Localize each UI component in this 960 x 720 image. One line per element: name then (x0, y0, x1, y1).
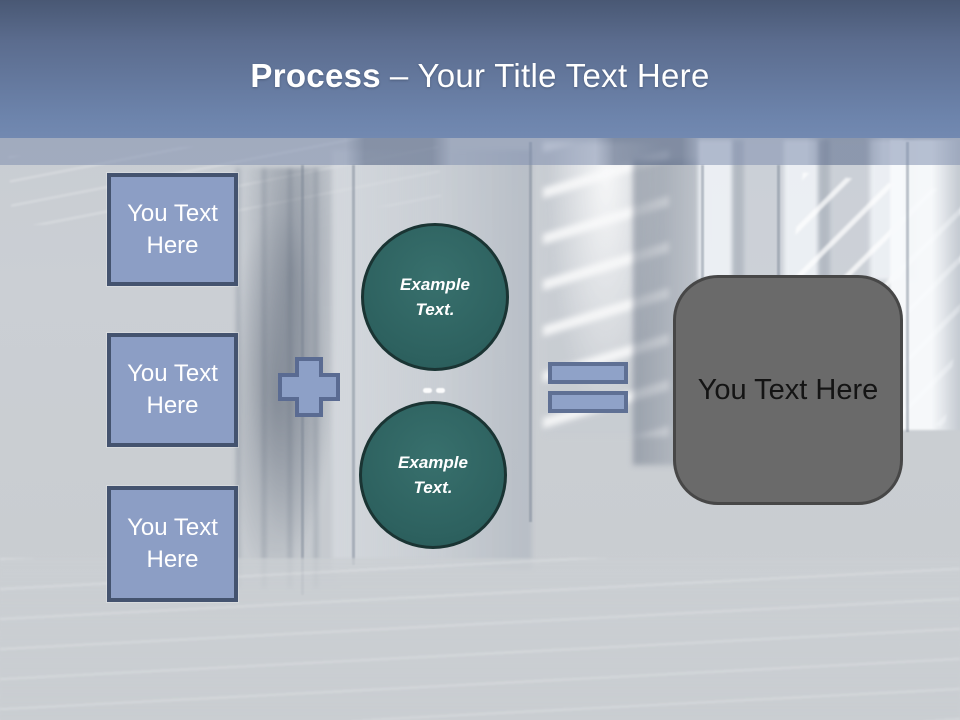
photo-detail-pole (906, 142, 909, 432)
text-placeholder-label: You Text Here (127, 514, 218, 573)
plus-icon-glyph (278, 357, 340, 417)
equals-icon (548, 362, 628, 384)
photo-detail-light-dot (436, 388, 445, 393)
text-placeholder-box-1[interactable]: You Text Here (107, 173, 238, 286)
slide-title-prefix: Process (250, 56, 381, 94)
text-placeholder-label: You Text Here (127, 360, 218, 419)
photo-detail-pole (352, 165, 355, 565)
result-placeholder-box[interactable]: You Text Here (673, 275, 903, 505)
photo-detail-pole (529, 142, 532, 522)
equals-icon (548, 391, 628, 413)
example-circle-label: Example Text. (398, 452, 468, 498)
text-placeholder-box-2[interactable]: You Text Here (107, 333, 238, 447)
plus-icon (278, 357, 340, 417)
photo-detail-light-dot (423, 388, 432, 393)
text-placeholder-label: You Text Here (127, 199, 218, 259)
title-band: Process– Your Title Text Here (0, 0, 960, 138)
header-fade-strip (0, 138, 960, 165)
result-placeholder-label: You Text Here (697, 373, 879, 406)
example-circle-1[interactable]: Example Text. (361, 223, 509, 371)
slide-title-rest: – Your Title Text Here (389, 56, 710, 94)
example-circle-2[interactable]: Example Text. (359, 401, 507, 549)
slide-title: Process– Your Title Text Here (250, 57, 709, 95)
example-circle-label: Example Text. (400, 274, 470, 320)
text-placeholder-box-3[interactable]: You Text Here (107, 486, 238, 602)
